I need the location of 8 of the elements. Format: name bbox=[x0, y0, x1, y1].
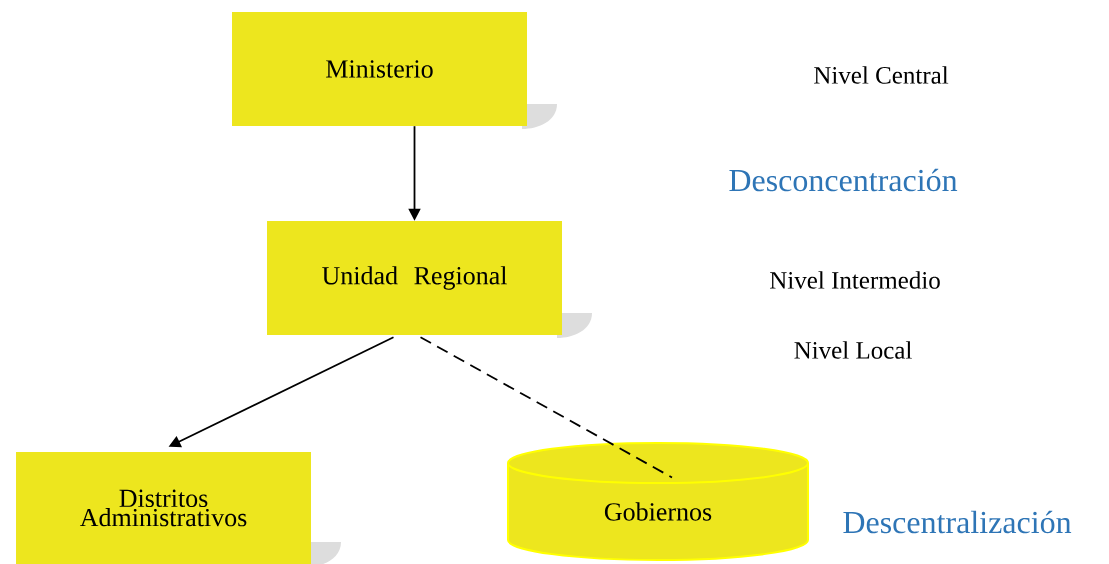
level-label: Nivel Central bbox=[814, 66, 949, 84]
process-box: Ministerio bbox=[232, 12, 527, 126]
process-box: Distritos Administrativos bbox=[16, 452, 311, 564]
section-heading: Descentralización bbox=[843, 510, 1072, 534]
level-label: Nivel Intermedio bbox=[770, 271, 940, 289]
level-label: Nivel Local bbox=[794, 341, 912, 359]
section-heading: Desconcentración bbox=[729, 168, 958, 192]
process-box: Unidad Regional bbox=[267, 221, 562, 335]
